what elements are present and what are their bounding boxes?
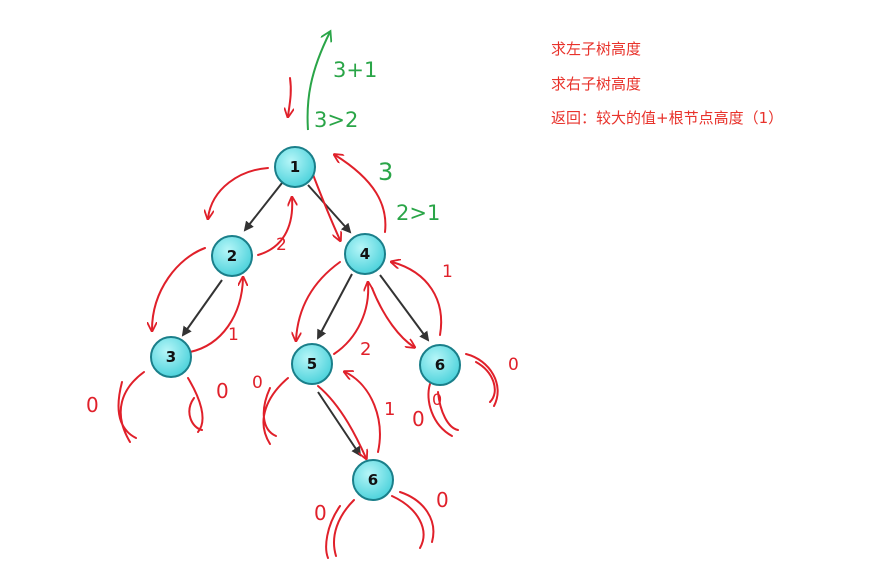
- tree-node-1: 1: [274, 146, 316, 188]
- curve-1-to-2: [208, 167, 269, 218]
- leaf-6b-left-loop: [325, 499, 355, 559]
- annotation-3: 3: [378, 158, 393, 186]
- annotation-zero: 0: [432, 390, 442, 409]
- tree-node-6-bottom: 6: [352, 459, 394, 501]
- curve-2-to-3: [152, 247, 206, 330]
- edge-1-4: [307, 184, 352, 234]
- edge-4-5: [317, 273, 353, 340]
- curve-down-root: [288, 77, 291, 116]
- leaf-3-right-loop: [187, 377, 204, 433]
- annotation-n2-return: 2: [276, 235, 287, 255]
- note-return: 返回：较大的值+根节点高度（1）: [551, 109, 784, 127]
- annotation-3-gt-2: 3>2: [314, 108, 358, 132]
- tree-nodes: 1 2 4 3 5 6 6: [150, 146, 461, 501]
- annotation-zero: 0: [252, 373, 263, 393]
- leaf-6r-left-loop: [427, 383, 459, 437]
- tree-node-2: 2: [211, 235, 253, 277]
- node-label: 3: [166, 348, 176, 366]
- edge-2-3: [181, 279, 223, 337]
- node-label: 1: [290, 158, 300, 176]
- node-label: 2: [227, 247, 237, 265]
- curve-3-to-2: [189, 278, 243, 353]
- curve-6b-to-5: [345, 372, 381, 453]
- annotation-n6b-return: 1: [384, 399, 395, 420]
- curve-4-to-5: [296, 261, 341, 340]
- curve-5-to-4: [333, 283, 368, 355]
- curve-5-to-6b: [317, 385, 366, 458]
- note-left-subtree: 求左子树高度: [551, 40, 642, 58]
- curve-4-to-1: [335, 155, 387, 233]
- annotation-n6r-return: 1: [442, 262, 453, 282]
- edge-4-6r: [379, 274, 430, 342]
- return-arrow: [306, 32, 330, 131]
- annotation-zero: 0: [314, 501, 327, 525]
- tree-node-5: 5: [291, 343, 333, 385]
- edge-1-2: [243, 182, 283, 232]
- tree-node-6-right: 6: [419, 344, 461, 386]
- leaf-6r-right-loop: [465, 353, 499, 407]
- annotation-2-gt-1: 2>1: [396, 201, 440, 225]
- annotation-zero: 0: [86, 393, 99, 417]
- leaf-6b-right-loop: [391, 491, 435, 549]
- node-label: 5: [307, 355, 317, 373]
- leaf-5-left-loop: [262, 377, 289, 445]
- curve-6r-to-4: [392, 262, 443, 336]
- edge-5-6b: [317, 391, 362, 457]
- tree-node-4: 4: [344, 233, 386, 275]
- annotation-3-plus-1: 3+1: [333, 58, 377, 82]
- curve-1-to-4: [311, 171, 340, 240]
- curve-2-to-1: [257, 198, 292, 256]
- tree-edges: [181, 182, 430, 457]
- annotation-zero: 0: [412, 407, 425, 431]
- annotation-zero: 0: [216, 379, 229, 403]
- node-label: 4: [360, 245, 370, 263]
- traversal-arrows: [117, 77, 499, 559]
- note-right-subtree: 求右子树高度: [551, 75, 642, 93]
- tree-node-3: 3: [150, 336, 192, 378]
- annotation-n5-return: 2: [360, 339, 371, 360]
- node-label: 6: [368, 471, 378, 489]
- node-label: 6: [435, 356, 445, 374]
- annotation-zero: 0: [436, 488, 449, 512]
- annotation-n3-return: 1: [228, 325, 239, 345]
- curve-4-to-6r: [371, 287, 414, 347]
- leaf-3-left-loop: [117, 371, 145, 443]
- annotation-zero: 0: [508, 355, 519, 375]
